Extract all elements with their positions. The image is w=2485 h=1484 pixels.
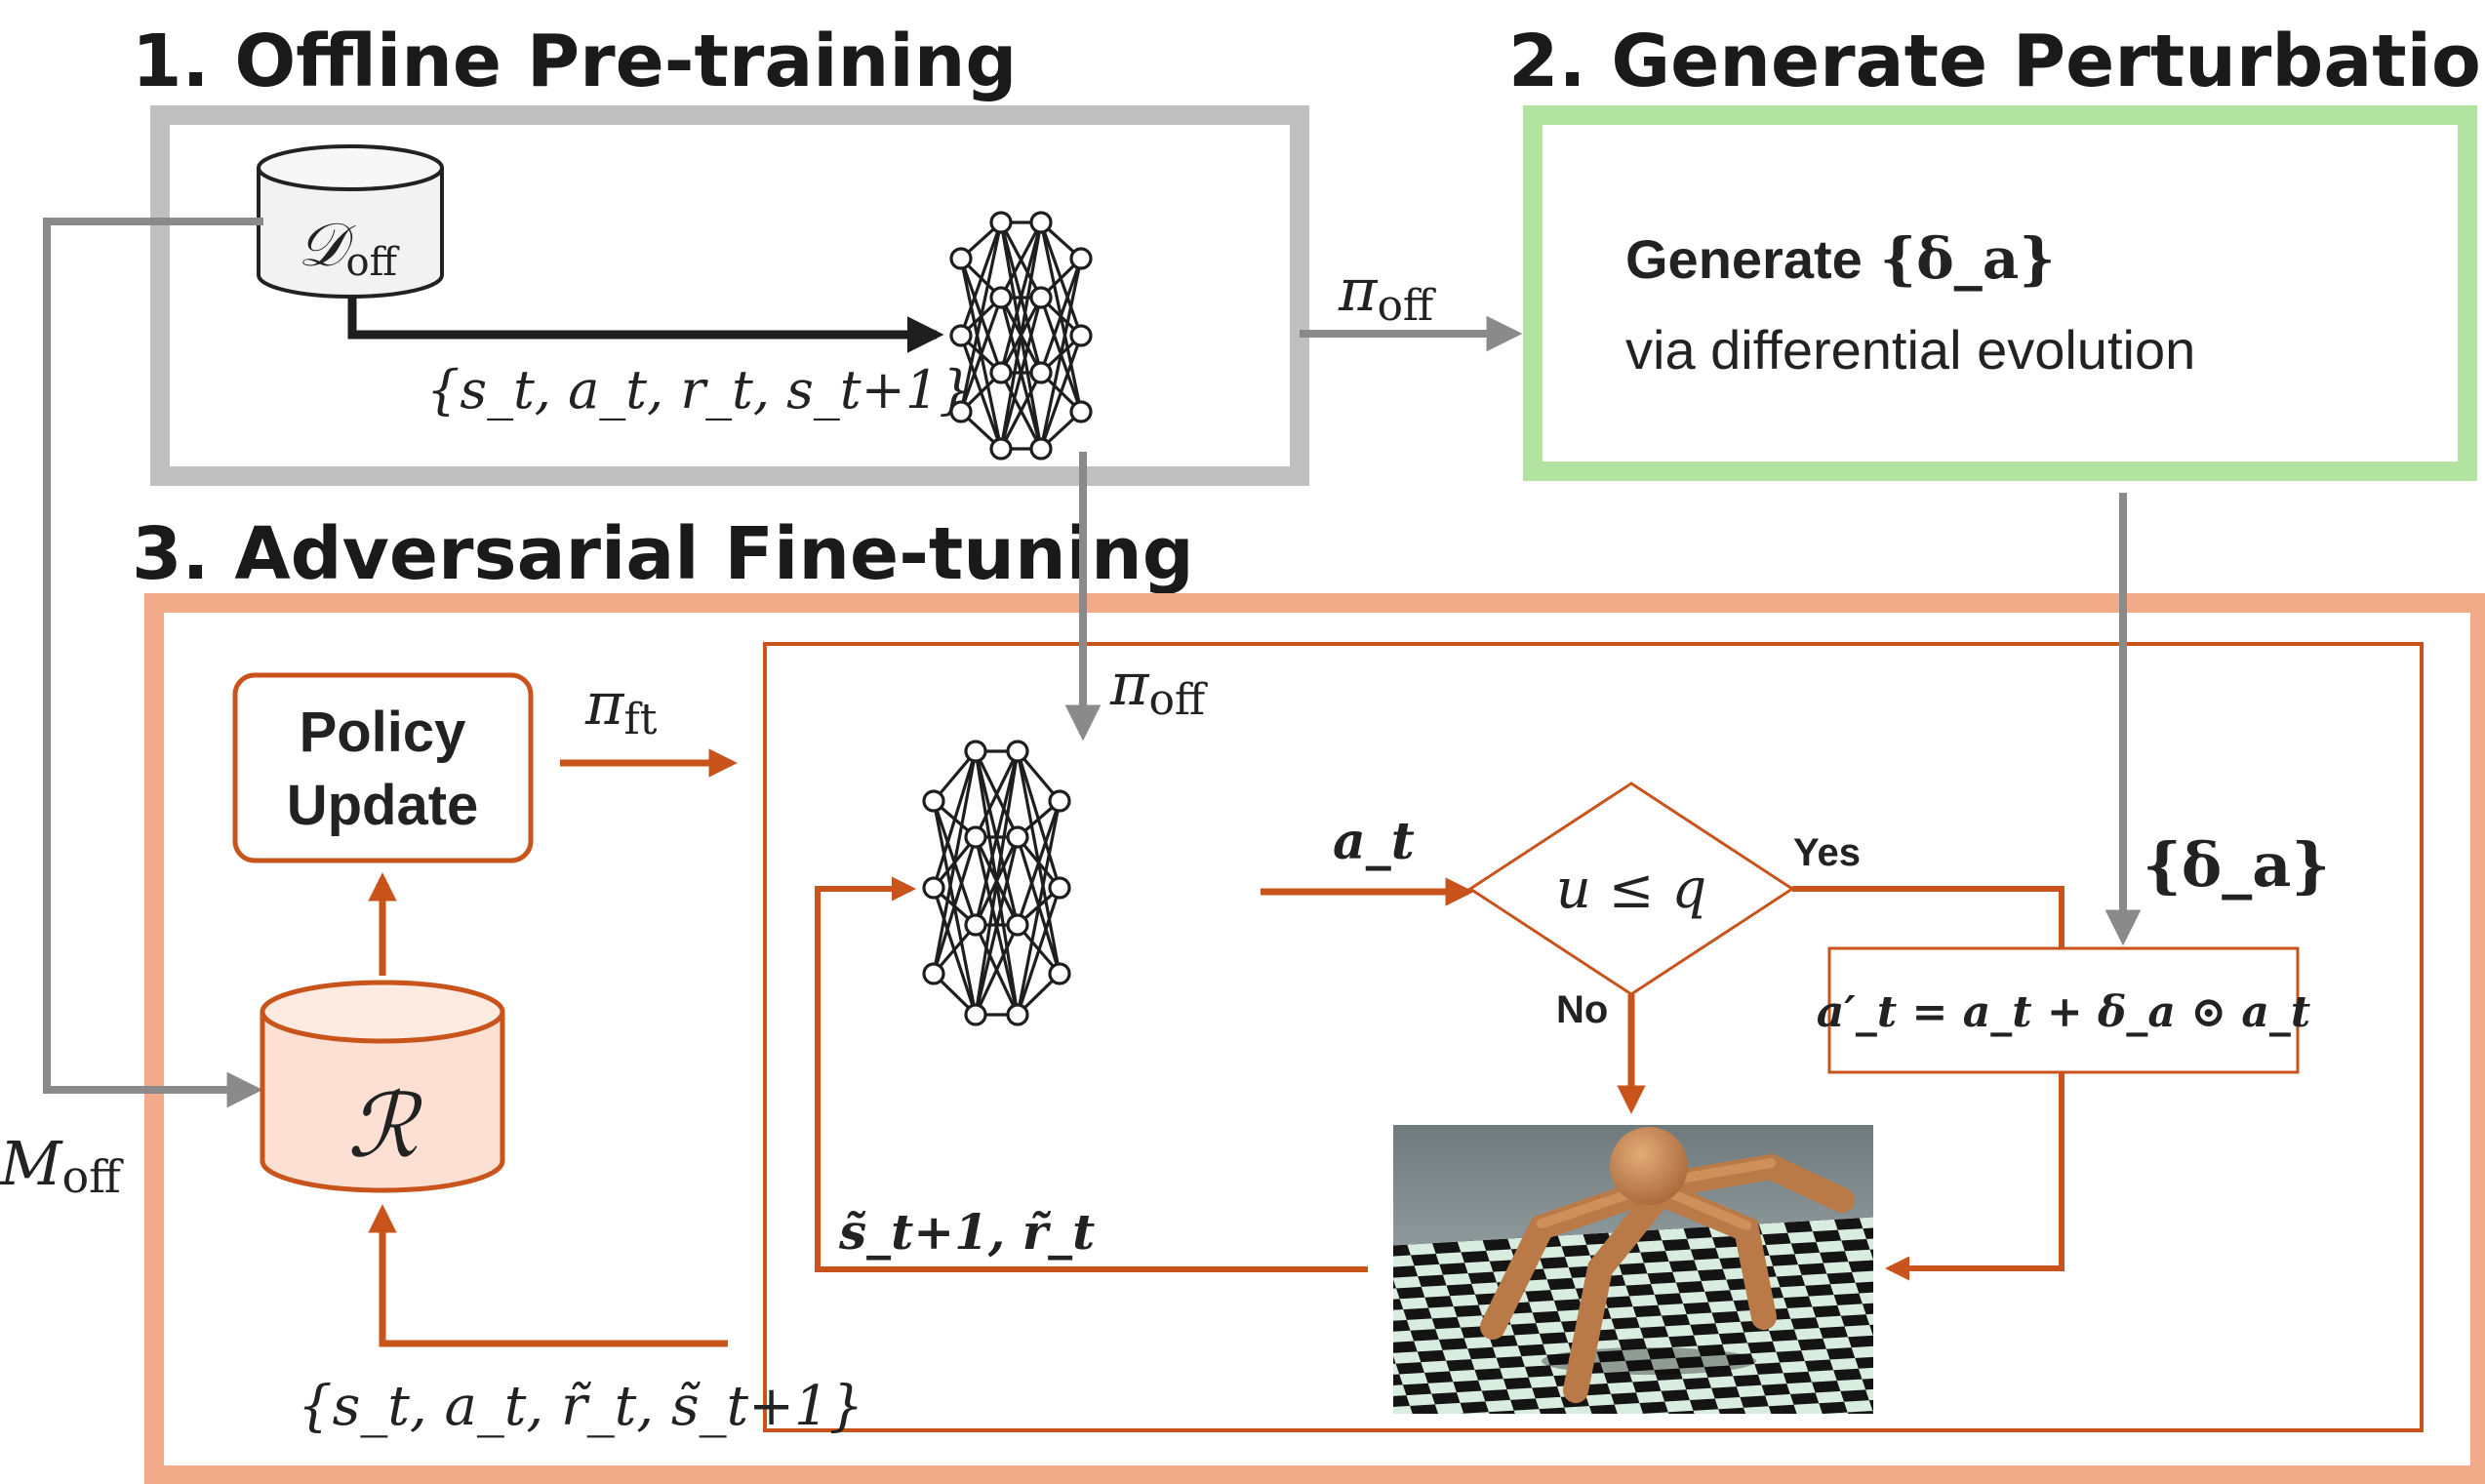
perturb-frame xyxy=(1523,105,2477,481)
network-node xyxy=(1029,361,1053,384)
network-edge xyxy=(974,750,1020,1016)
pi-ft-label: πft xyxy=(584,670,658,744)
network-node xyxy=(1029,286,1053,309)
network-node xyxy=(989,437,1013,461)
decision-condition: u ≤ q xyxy=(1556,858,1706,921)
transitions-to-replay-arrow xyxy=(368,1204,728,1347)
pi-off-label-top: πoff xyxy=(1338,257,1436,331)
network-edge xyxy=(1039,258,1083,450)
network-node xyxy=(1069,400,1093,423)
network-edge xyxy=(1039,258,1083,374)
network-edge xyxy=(974,924,1020,1016)
network-node xyxy=(1006,740,1029,763)
network-node xyxy=(1069,247,1093,270)
network-node xyxy=(989,361,1013,384)
yes-path xyxy=(1792,886,2064,948)
network-node xyxy=(1048,962,1071,985)
network-edge xyxy=(974,750,1020,838)
network-node xyxy=(1006,913,1029,937)
network-node xyxy=(1048,789,1071,813)
dataset-to-network-arrow xyxy=(347,297,944,353)
network-edge xyxy=(1039,335,1083,450)
network-edge xyxy=(959,221,1003,337)
replay-buffer-cylinder-icon xyxy=(260,980,505,1193)
finetune-section-title: 3. Adversarial Fine-tuning xyxy=(132,512,1194,596)
network-node xyxy=(964,1003,987,1026)
dataset-cylinder-icon xyxy=(257,144,444,299)
pi-off-label-finetune: πoff xyxy=(1109,651,1208,725)
network-edge xyxy=(974,750,1020,926)
network-node xyxy=(1048,876,1071,900)
network-node xyxy=(922,962,945,985)
network-node xyxy=(922,789,945,813)
policy-update-line2: Update xyxy=(287,774,479,837)
network-node xyxy=(922,876,945,900)
transition-tuple: {s_t, a_t, r_t, s_t+1} xyxy=(426,359,973,421)
network-node xyxy=(1029,211,1053,234)
m-off-label: Moff xyxy=(0,1128,124,1203)
action-label: a_t xyxy=(1333,812,1415,871)
network-edge xyxy=(999,221,1043,450)
finetune-frame xyxy=(144,593,2485,1484)
network-node xyxy=(949,400,973,423)
pretrain-frame xyxy=(150,105,1309,486)
network-edge xyxy=(999,221,1043,299)
pretrain-section-title: 1. Offline Pre-training xyxy=(132,20,1017,103)
network-edge xyxy=(1016,800,1062,926)
network-node xyxy=(1006,825,1029,849)
network-edge xyxy=(999,221,1043,374)
network-edge xyxy=(1016,887,1062,1016)
network-edge xyxy=(1016,800,1062,1016)
differential-evolution-label: via differential evolution xyxy=(1625,319,2195,381)
perturb-section-title: 2. Generate Perturbations xyxy=(1508,20,2485,103)
finetune-policy-network-icon xyxy=(922,740,1071,1026)
network-edge xyxy=(999,297,1043,450)
state-feedback-arrow xyxy=(815,876,1368,1272)
network-node xyxy=(989,211,1013,234)
network-node xyxy=(964,740,987,763)
network-edge xyxy=(999,372,1043,450)
network-edge xyxy=(932,836,978,975)
network-node xyxy=(949,324,973,347)
network-node xyxy=(1069,324,1093,347)
network-edge xyxy=(974,836,1020,1016)
network-node xyxy=(989,286,1013,309)
replay-tuple: {s_t, a_t, r̃_t, s̃_t+1} xyxy=(298,1375,863,1438)
network-node xyxy=(964,825,987,849)
generate-delta-label: Generate{δ_a} xyxy=(1625,225,2056,292)
perturbed-action-to-env-arrow xyxy=(1884,1072,2064,1281)
network-node xyxy=(949,247,973,270)
m-off-to-replay-arrow xyxy=(43,218,263,1108)
network-node xyxy=(964,913,987,937)
network-edge xyxy=(932,750,978,975)
rollout-frame xyxy=(763,642,2424,1432)
network-edge xyxy=(932,750,978,889)
perturbed-action-formula: a′_t = a_t + δ_a ⊙ a_t xyxy=(1817,987,2310,1037)
policy-update-line1: Policy xyxy=(300,701,466,764)
policy-update-box xyxy=(232,672,534,863)
network-edge xyxy=(959,221,1003,413)
no-label: No xyxy=(1556,988,1608,1031)
network-node xyxy=(1029,437,1053,461)
network-node xyxy=(1006,1003,1029,1026)
offline-policy-network-icon xyxy=(949,211,1093,461)
delta-label: {δ_a} xyxy=(2143,829,2330,901)
network-edge xyxy=(959,297,1003,413)
ant-environment-image xyxy=(1393,1125,1873,1414)
yes-label: Yes xyxy=(1793,831,1861,874)
replay-buffer-symbol: ℛ xyxy=(347,1075,423,1178)
next-state-reward-label: s̃_t+1, r̃_t xyxy=(838,1203,1095,1261)
